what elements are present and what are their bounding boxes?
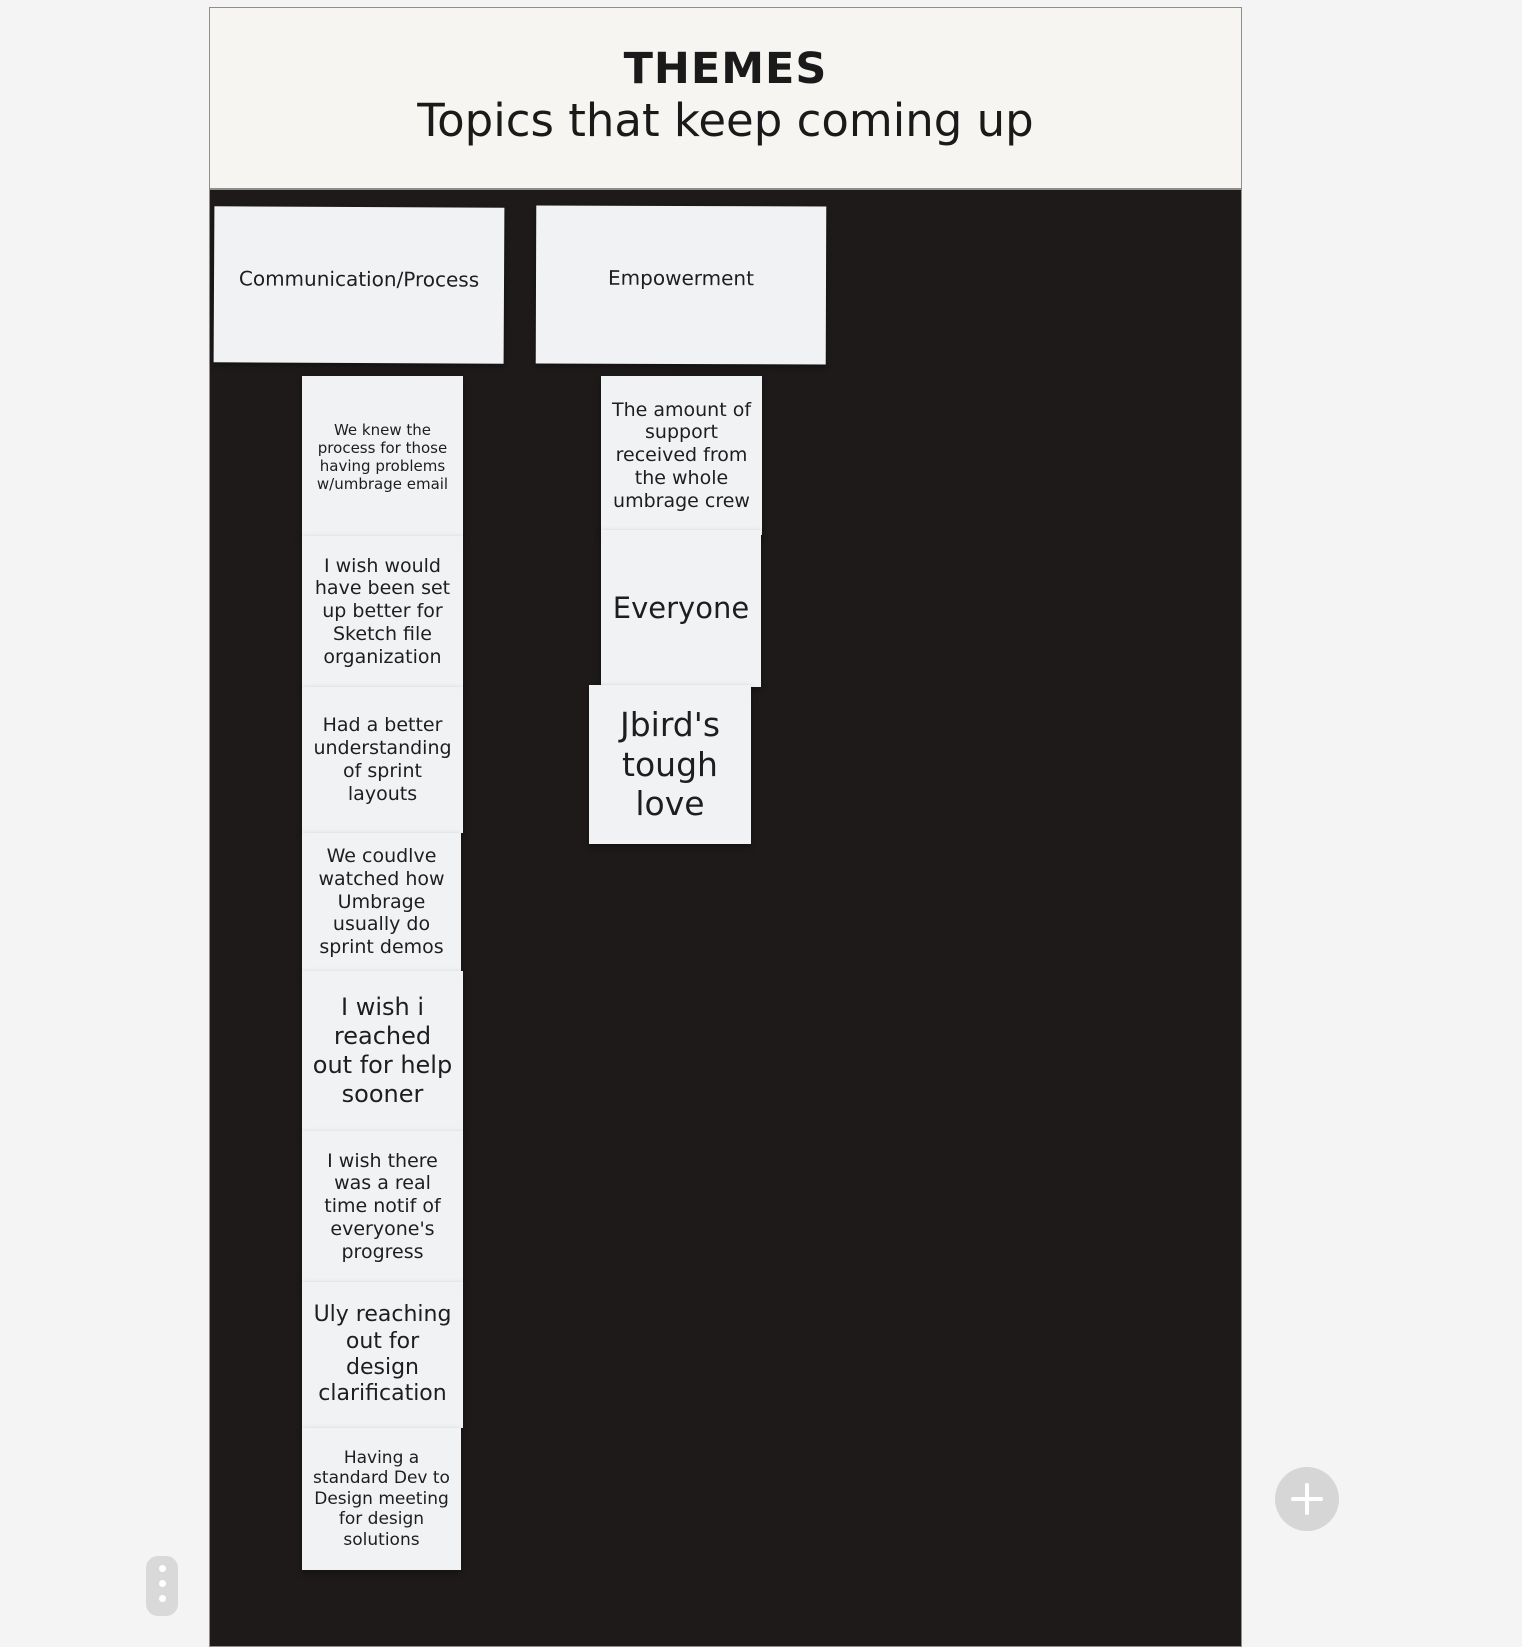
vertical-dots-icon-dot <box>159 1595 166 1602</box>
sticky-note[interactable]: I wish there was a real time notif of ev… <box>302 1131 463 1282</box>
column-header-communication-process[interactable]: Communication/Process <box>213 206 505 364</box>
vertical-dots-icon-dot <box>159 1580 166 1587</box>
sticky-note[interactable]: I wish would have been set up better for… <box>302 536 463 687</box>
column-header-empowerment[interactable]: Empowerment <box>535 205 827 365</box>
vertical-dots-icon <box>159 1565 166 1572</box>
sticky-note[interactable]: Everyone <box>601 530 761 687</box>
sticky-note[interactable]: Uly reaching out for design clarificatio… <box>302 1282 463 1428</box>
sticky-note[interactable]: Had a better understanding of sprint lay… <box>302 687 463 833</box>
sticky-note[interactable]: I wish i reached out for help sooner <box>302 971 463 1131</box>
plus-icon <box>1291 1483 1323 1515</box>
sticky-note[interactable]: We knew the process for those having pro… <box>302 376 463 537</box>
board-subtitle: Topics that keep coming up <box>417 94 1034 147</box>
sticky-note[interactable]: The amount of support received from the … <box>601 376 762 535</box>
board-title: THEMES <box>623 44 828 94</box>
sticky-note[interactable]: Having a standard Dev to Design meeting … <box>302 1428 461 1570</box>
board-header: THEMES Topics that keep coming up <box>210 8 1241 190</box>
add-note-button[interactable] <box>1275 1467 1339 1531</box>
sticky-note[interactable]: We coudlve watched how Umbrage usually d… <box>302 833 461 971</box>
sticky-note[interactable]: Jbird's tough love <box>589 685 751 844</box>
more-options-handle[interactable] <box>146 1556 178 1616</box>
